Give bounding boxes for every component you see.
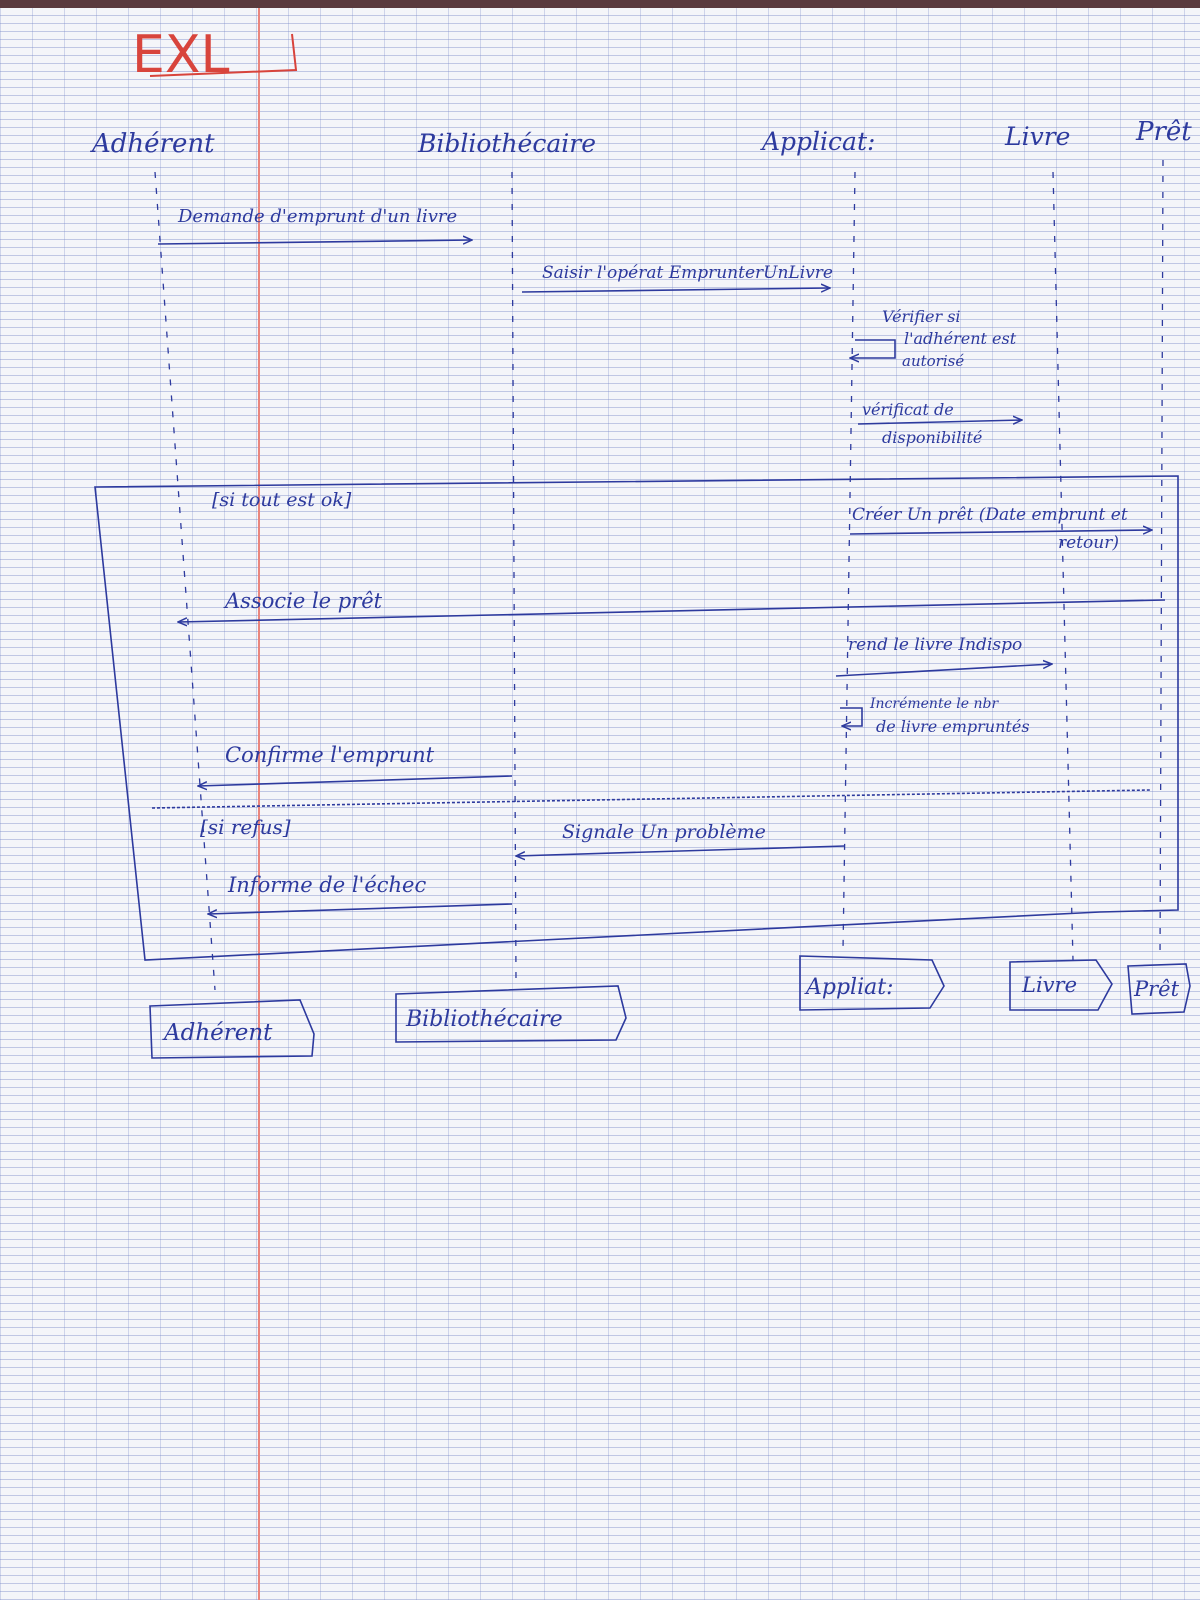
arrow-saisir-operation bbox=[521, 288, 830, 293]
margin-line bbox=[258, 8, 260, 1600]
lifeline-bibliothecaire bbox=[511, 171, 517, 981]
participant-bottom-adherent: Adhérent bbox=[162, 1020, 273, 1046]
arrow-verif-dispo bbox=[857, 420, 1022, 424]
participant-box-pret bbox=[1127, 963, 1191, 1015]
notebook-page bbox=[0, 8, 1200, 1600]
message-signale-probleme: Signale Un problème bbox=[562, 821, 766, 843]
message-associe-pret: Associe le prêt bbox=[223, 589, 383, 613]
message-verifier-autorise-1: Vérifier si bbox=[882, 307, 961, 326]
arrow-rend-indispo bbox=[835, 664, 1052, 677]
message-incremente-2: de livre empruntés bbox=[876, 717, 1030, 736]
message-creer-pret-2: retour) bbox=[1058, 533, 1119, 553]
participant-pret: Prêt bbox=[1135, 117, 1192, 147]
arrow-signale-probleme bbox=[516, 845, 846, 856]
participant-bottom-pret: Prêt bbox=[1133, 977, 1180, 1001]
participant-box-bibliothecaire bbox=[395, 985, 627, 1043]
message-incremente-1: Incrémente le nbr bbox=[869, 696, 999, 712]
message-saisir-operation: Saisir l'opérat EmprunterUnLivre bbox=[542, 263, 833, 283]
message-verifier-autorise-3: autorisé bbox=[902, 352, 964, 370]
arrow-informe-echec bbox=[208, 903, 513, 914]
title-underline bbox=[149, 33, 298, 77]
arrow-creer-pret bbox=[849, 530, 1152, 534]
page-title: EXL bbox=[132, 25, 229, 85]
participant-bibliothecaire: Bibliothécaire bbox=[417, 129, 596, 158]
arrow-self-verifier bbox=[850, 339, 896, 358]
participant-bottom-application: Appliat: bbox=[804, 975, 894, 1000]
message-confirme-emprunt: Confirme l'emprunt bbox=[225, 743, 435, 767]
guard-si-refus: [si refus] bbox=[200, 815, 291, 839]
arrow-confirme-emprunt bbox=[198, 775, 513, 786]
arrow-demande-emprunt bbox=[157, 240, 472, 245]
lifeline-pret bbox=[1159, 159, 1164, 961]
participant-box-application bbox=[799, 955, 945, 1011]
participant-application: Applicat: bbox=[760, 127, 875, 156]
guard-si-tout-ok: [si tout est ok] bbox=[212, 489, 352, 511]
lifeline-livre bbox=[1052, 171, 1074, 961]
message-verifier-autorise-2: l'adhérent est bbox=[904, 329, 1017, 348]
message-rend-indispo: rend le livre Indispo bbox=[848, 635, 1022, 655]
alt-fragment-divider bbox=[151, 789, 1151, 809]
message-informe-echec: Informe de l'échec bbox=[227, 873, 426, 897]
arrow-associe-pret bbox=[178, 599, 1166, 622]
message-creer-pret-1: Créer Un prêt (Date emprunt et bbox=[852, 505, 1128, 525]
message-verif-dispo-1: vérificat de bbox=[862, 400, 954, 419]
participant-box-livre bbox=[1009, 959, 1113, 1011]
alt-fragment-frame bbox=[94, 475, 1179, 961]
message-verif-dispo-2: disponibilité bbox=[882, 428, 982, 447]
participant-adherent: Adhérent bbox=[90, 129, 215, 159]
participant-bottom-livre: Livre bbox=[1021, 973, 1077, 997]
participant-livre: Livre bbox=[1004, 122, 1070, 151]
lifeline-application bbox=[842, 171, 856, 951]
participant-bottom-bibliothecaire: Bibliothécaire bbox=[405, 1007, 563, 1032]
arrow-self-incremente bbox=[840, 707, 863, 726]
participant-box-adherent bbox=[149, 999, 315, 1059]
message-demande-emprunt: Demande d'emprunt d'un livre bbox=[177, 206, 457, 227]
lifeline-adherent bbox=[154, 171, 216, 991]
